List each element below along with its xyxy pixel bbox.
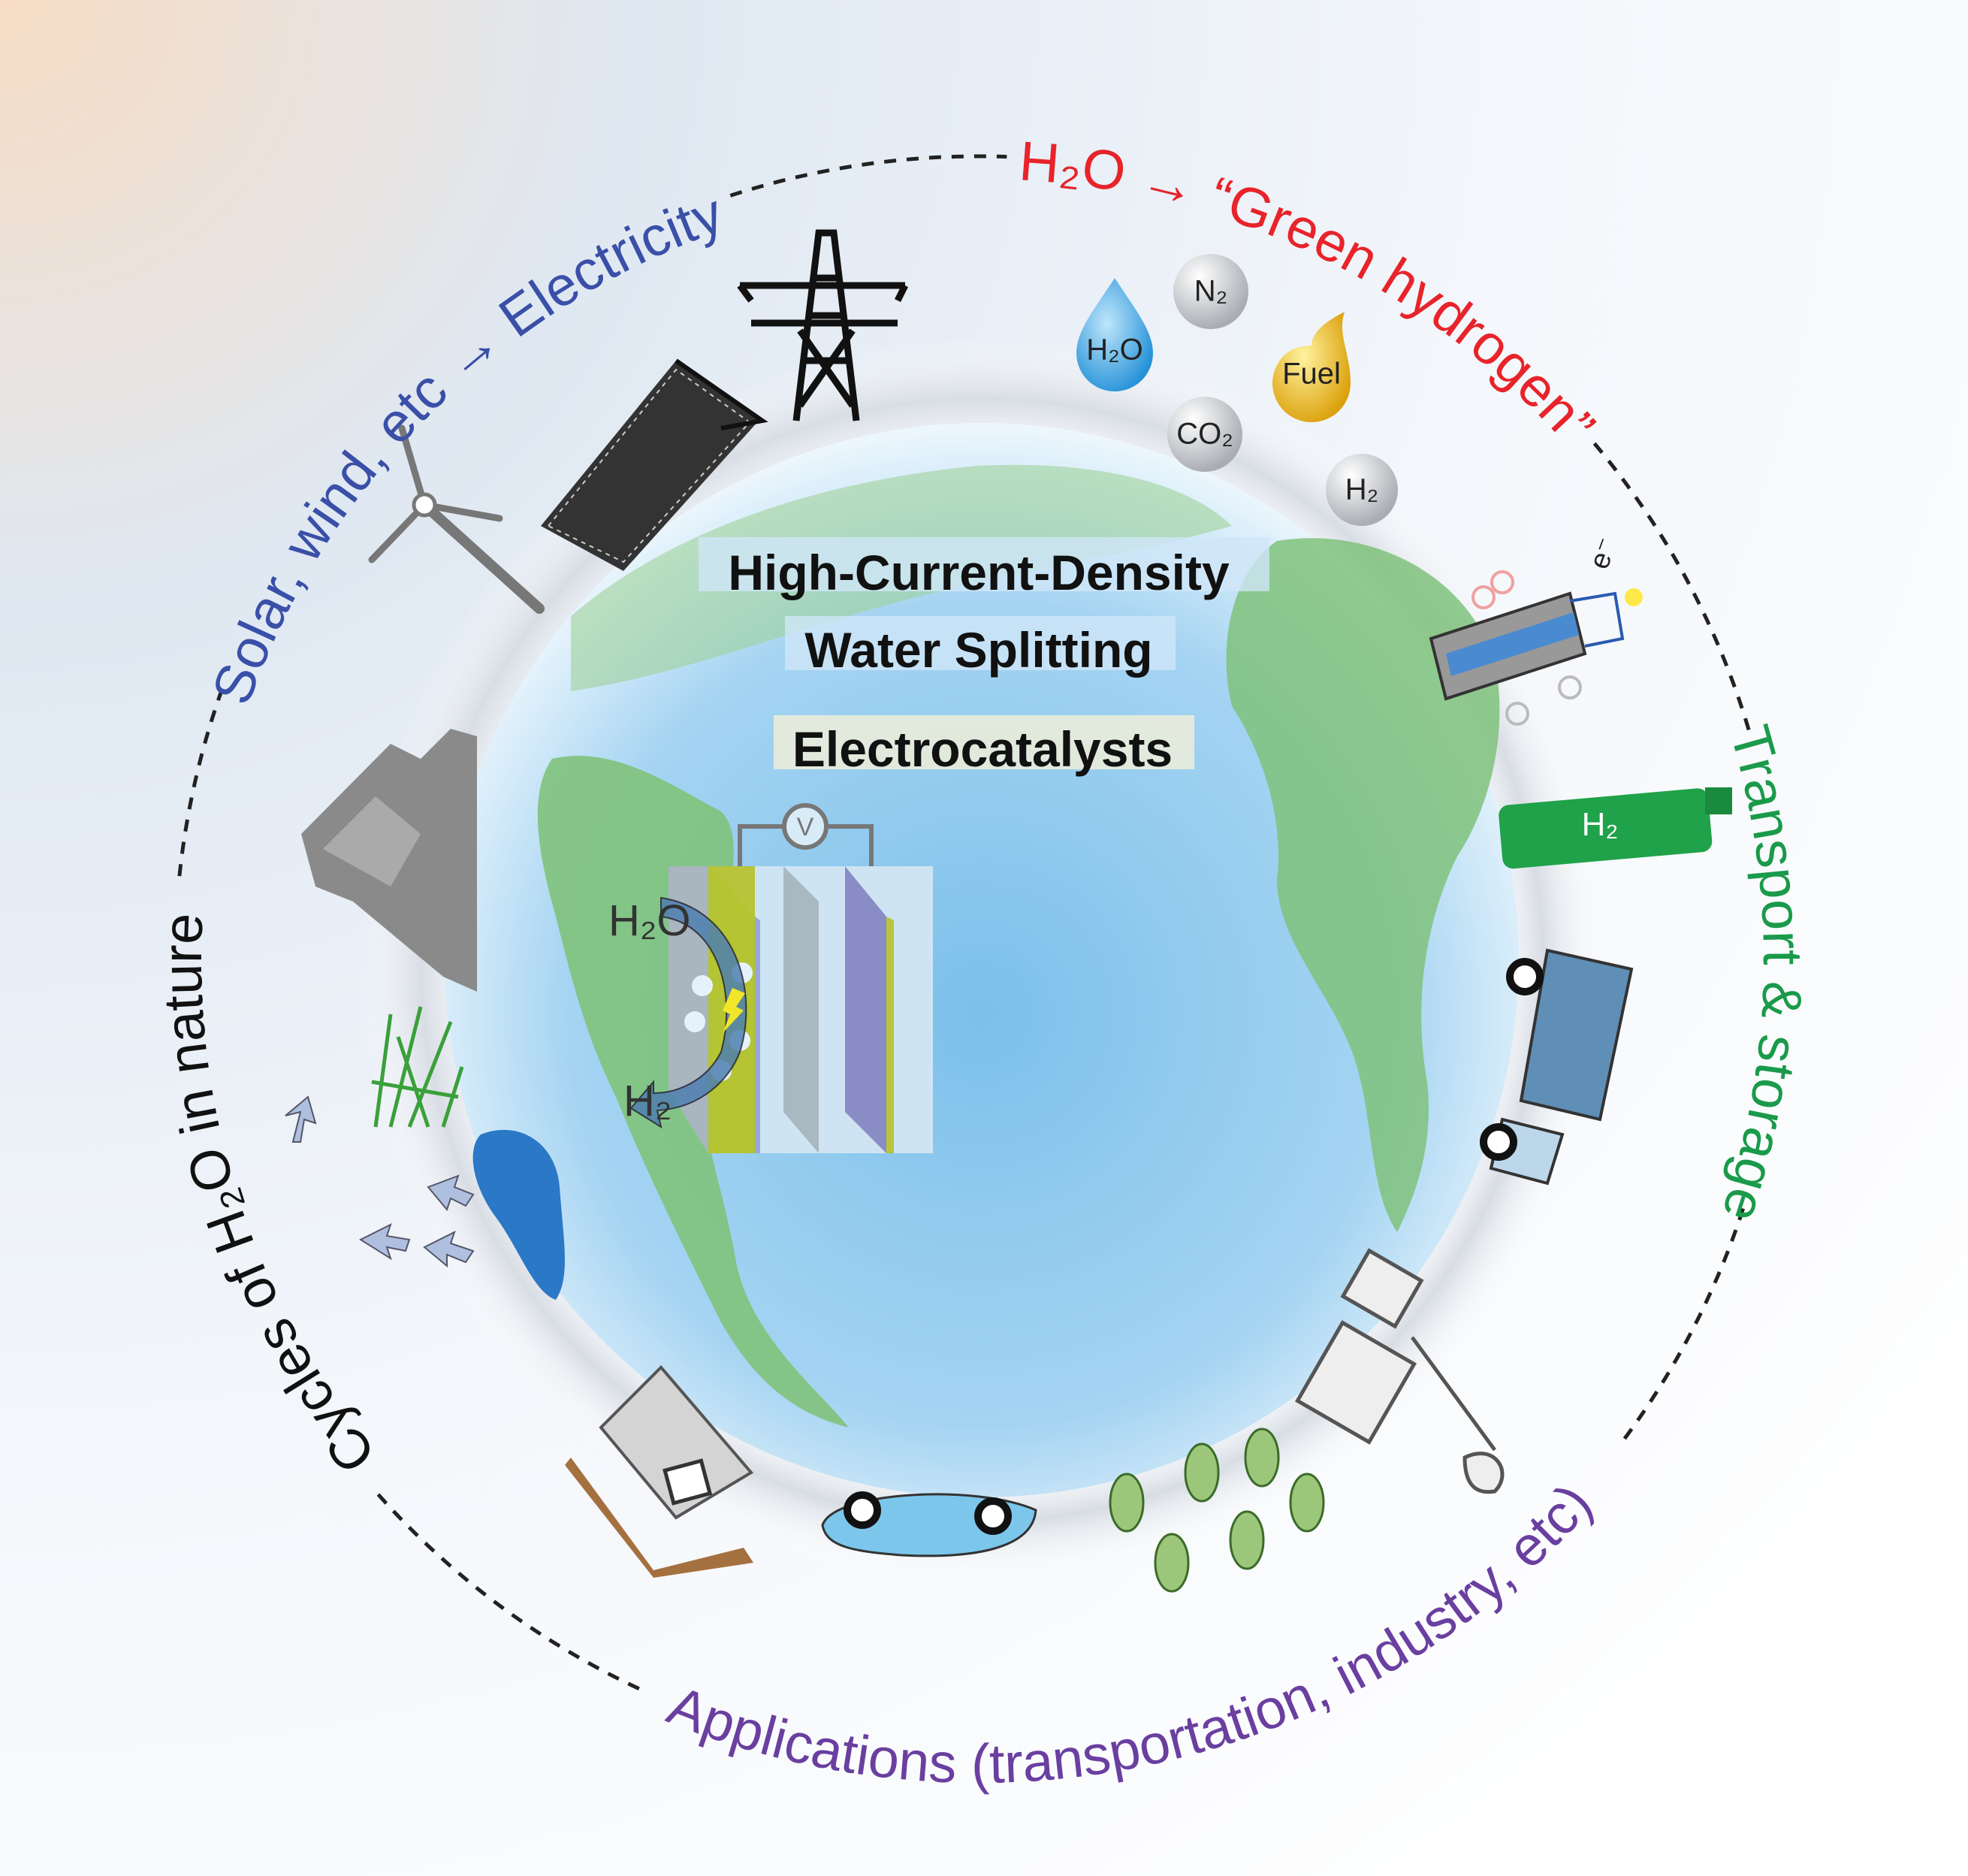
power-pylon-icon (737, 229, 909, 421)
dashed-arc-segment (729, 154, 1007, 198)
dashed-arc-segment (370, 1486, 640, 1691)
dashed-cycle-ring (177, 154, 1753, 1691)
dashed-arc-segment (1592, 442, 1753, 739)
mountain-icon (301, 729, 477, 992)
solar-panel-icon (541, 358, 768, 571)
cylinder-label: H₂ (1582, 806, 1619, 843)
reaction-arrow-icon (629, 896, 747, 1129)
electrode-plate-purple (845, 866, 886, 1153)
water-drop-icon (1076, 278, 1153, 391)
wind-turbine-icon (368, 424, 545, 614)
dashed-arc-segment (1619, 1207, 1746, 1446)
molecule-h2: H₂ (1345, 473, 1378, 506)
lightning-icon (723, 988, 745, 1033)
dashed-arc-segment (177, 684, 225, 877)
truck-icon (1480, 948, 1634, 1186)
membrane-plate (783, 866, 819, 1153)
house-icon (565, 1365, 754, 1578)
water-cycle-arrows-icon (285, 1095, 475, 1268)
industry-pump-icon (1294, 1248, 1505, 1494)
cell-output-label: H₂ (623, 1077, 672, 1125)
molecule-co2: CO₂ (1176, 418, 1233, 451)
cell-input-label: H₂O (608, 896, 691, 945)
voltmeter-icon (782, 803, 829, 850)
title-line-3: Electrocatalysts (792, 721, 1173, 777)
molecule-h2o: H₂O (1086, 334, 1143, 367)
title-line-2: Water Splitting (804, 622, 1152, 678)
voltmeter-label: V (797, 813, 814, 841)
hydrogen-cylinder-icon: H₂ (1499, 787, 1732, 869)
car-icon (821, 1491, 1037, 1557)
plant-leaves-icon (1109, 1427, 1325, 1593)
center-title: High-Current-Density Water Splitting Ele… (699, 537, 1269, 777)
title-line-1: High-Current-Density (728, 545, 1230, 600)
electrolyzer-cell: V H₂O H₂ (608, 803, 933, 1153)
grass-icon (371, 1006, 464, 1128)
molecule-fuel: Fuel (1282, 358, 1341, 391)
molecule-bubbles: H₂O N₂ Fuel CO₂ H₂ (1076, 254, 1398, 526)
continent-africa (1226, 538, 1500, 1232)
water-puddle-icon (472, 1129, 565, 1300)
fuel-drop-icon (1272, 312, 1351, 422)
molecule-n2: N₂ (1194, 275, 1227, 308)
